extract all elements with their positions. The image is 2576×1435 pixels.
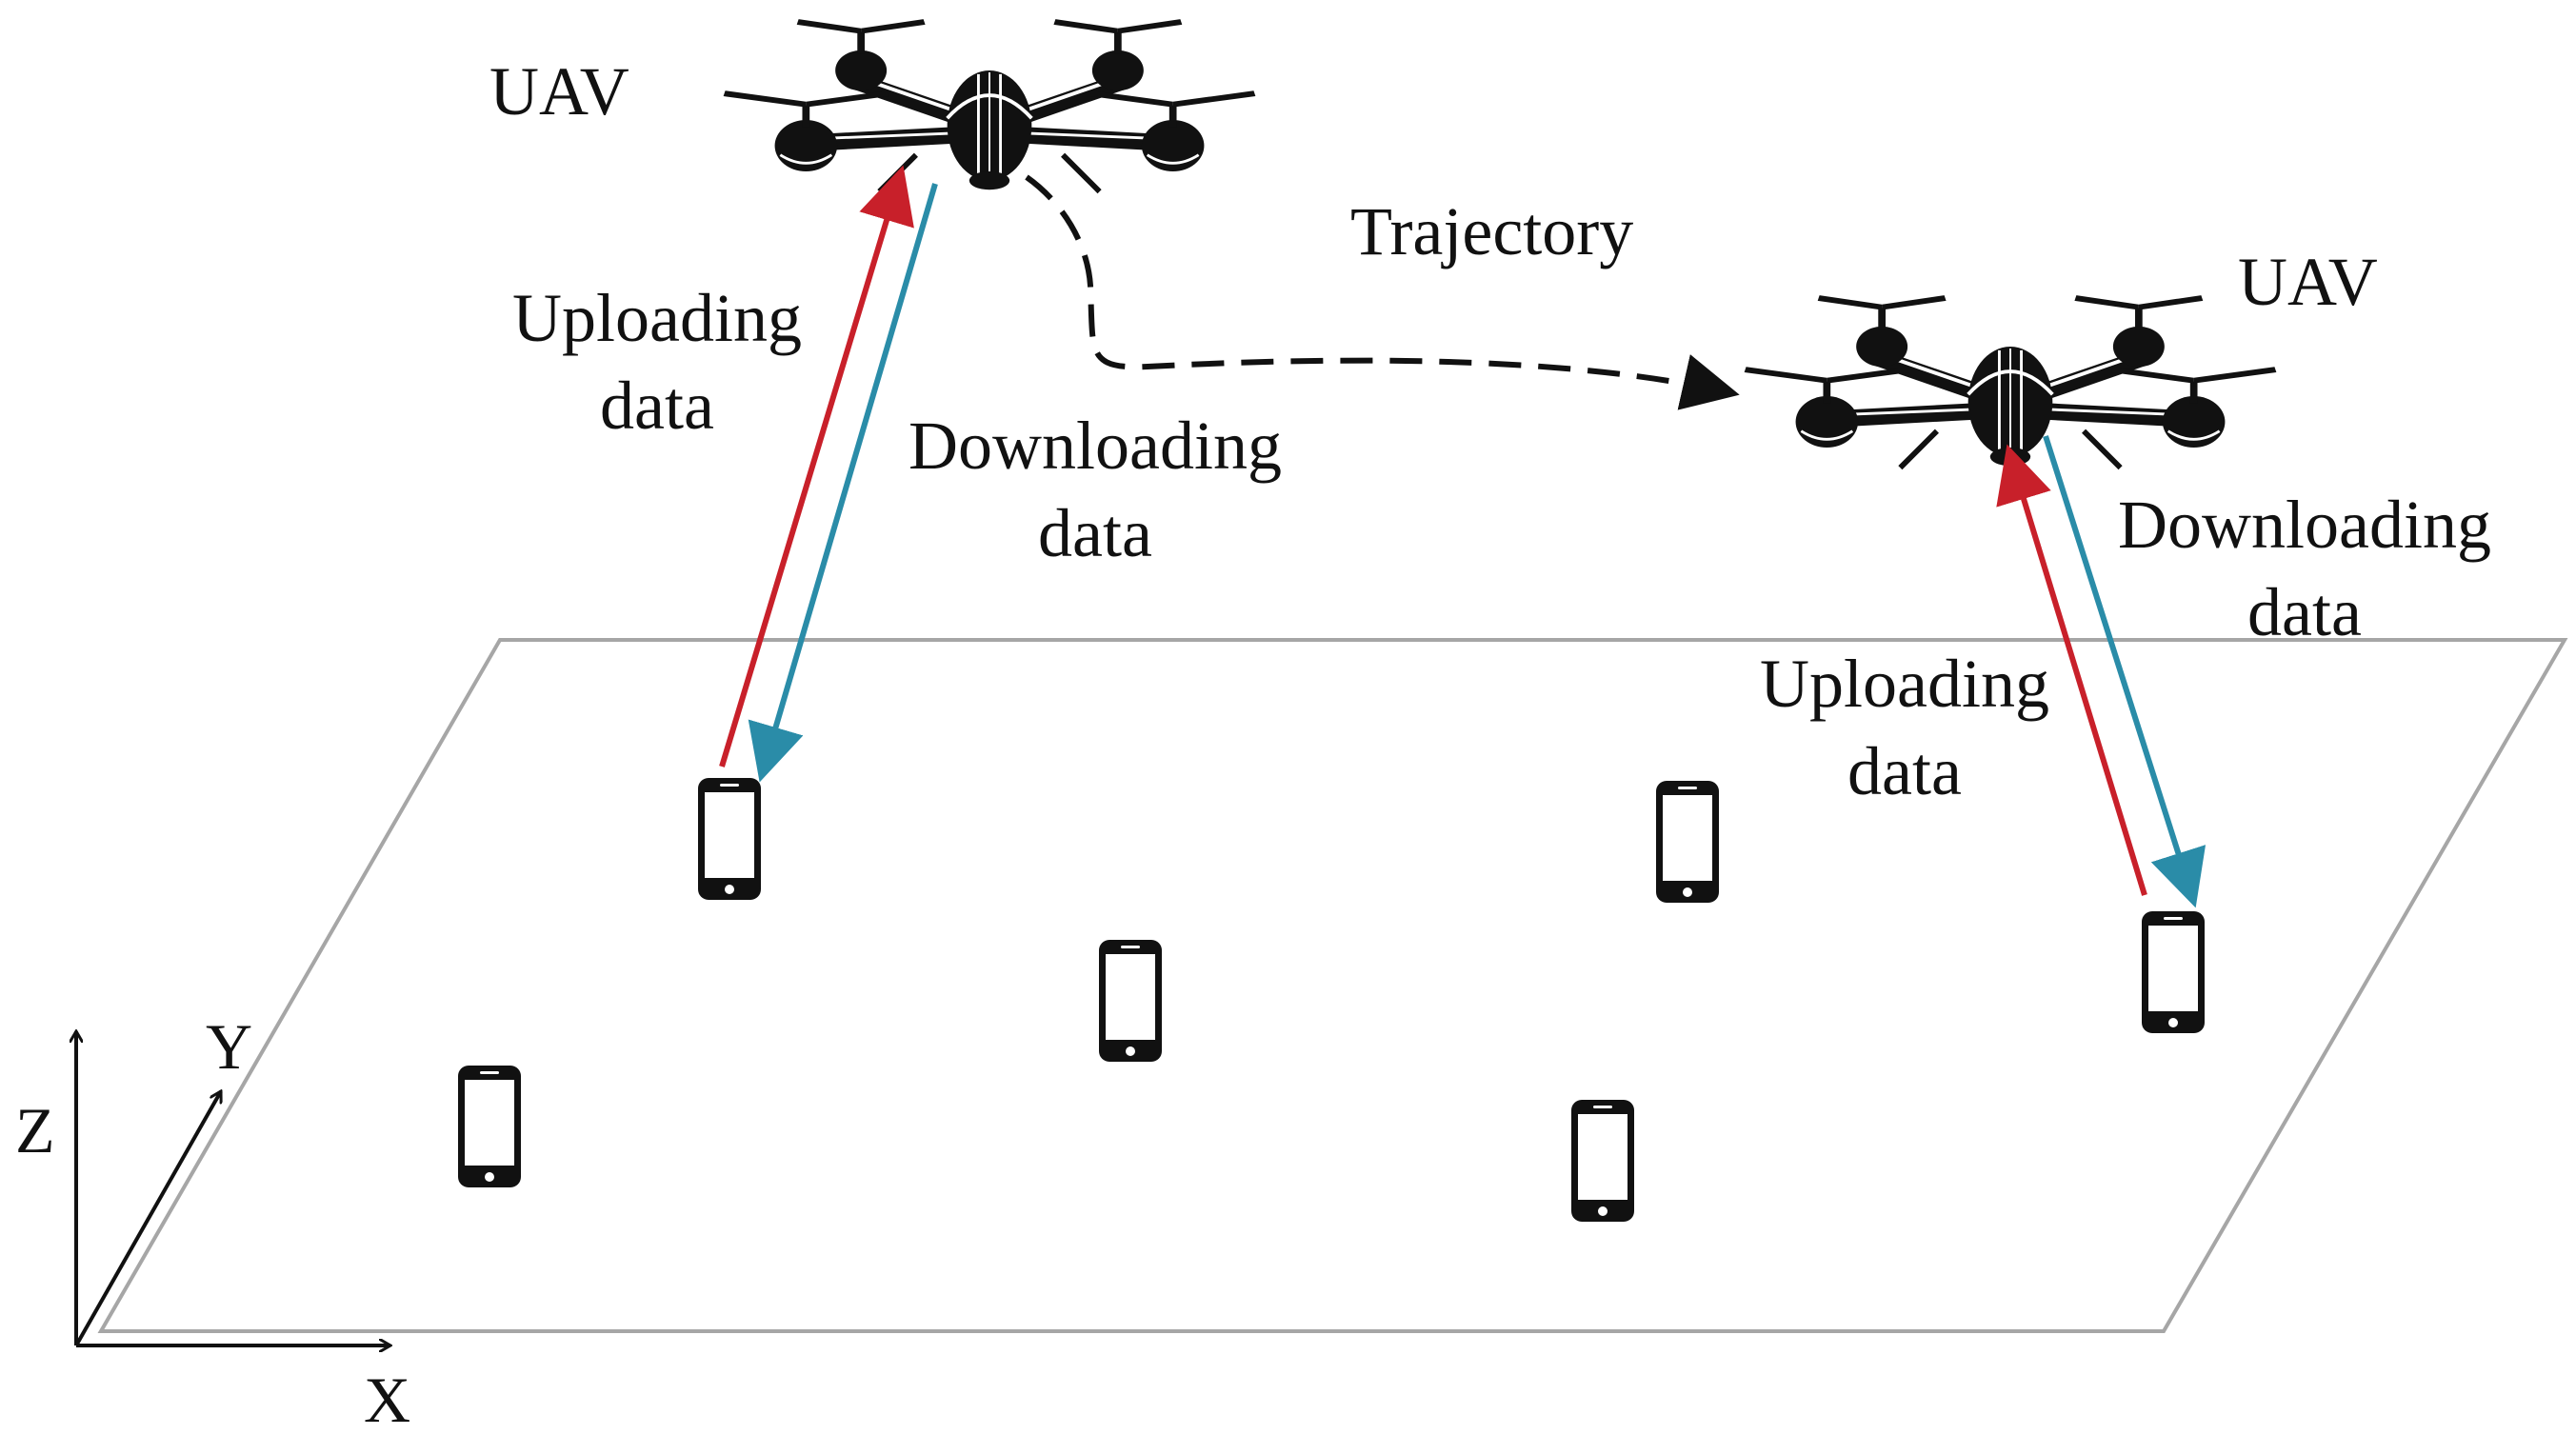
upload-label: data [600, 368, 714, 444]
upload-label: Uploading [1760, 646, 2049, 722]
download-label: data [2247, 574, 2362, 650]
smartphone-icon [1571, 1100, 1634, 1222]
download-arrow [2043, 435, 2207, 908]
uav-label: UAV [489, 53, 629, 130]
download-label: data [1038, 495, 1152, 571]
smartphone-icon [1656, 781, 1719, 903]
ground-plane [97, 638, 2568, 1333]
quadcopter-drone-icon [1745, 295, 2277, 468]
quadcopter-drone-icon [724, 19, 1256, 191]
smartphone-icon [458, 1066, 521, 1187]
y-axis [74, 1091, 223, 1346]
x-axis-label: X [364, 1364, 410, 1435]
trajectory-label: Trajectory [1350, 193, 1633, 269]
z-axis-label: Z [15, 1094, 55, 1166]
download-label: Downloading [2118, 487, 2491, 563]
smartphone-icon [2142, 911, 2205, 1033]
uav-label: UAV [2238, 244, 2378, 320]
upload-label: Uploading [512, 280, 802, 356]
y-axis-label: Y [206, 1010, 252, 1083]
upload-label: data [1847, 733, 1962, 809]
download-label: Downloading [909, 408, 1282, 484]
upload-arrow [1996, 444, 2147, 896]
coordinate-axes [76, 1031, 390, 1345]
upload-arrow [719, 165, 914, 767]
smartphone-icon [698, 778, 761, 900]
download-arrow [748, 183, 938, 783]
smartphone-icon [1099, 940, 1162, 1062]
trajectory-path [1025, 174, 1740, 410]
